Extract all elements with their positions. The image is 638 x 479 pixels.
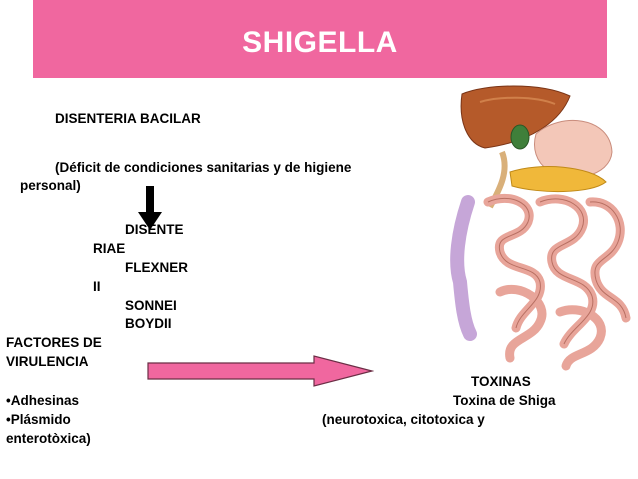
toxins-line-2: (neurotoxica, citotoxica y [322, 412, 485, 427]
virulence-heading-line-1: FACTORES DE [6, 335, 102, 350]
species-sonnei: SONNEI [125, 298, 177, 313]
page-title: SHIGELLA [242, 26, 398, 59]
right-arrow-icon [147, 355, 374, 387]
virulence-item: •Adhesinas [6, 393, 79, 408]
subtitle: DISENTERIA BACILAR [55, 111, 201, 126]
toxins-line-1: Toxina de Shiga [453, 393, 556, 408]
virulence-heading-line-2: VIRULENCIA [6, 354, 89, 369]
species-boydii: BOYDII [125, 316, 172, 331]
virulence-item: enterotòxica) [6, 431, 91, 446]
virulence-item: •Plásmido [6, 412, 71, 427]
species-flexneri-part2: II [93, 279, 101, 294]
title-banner: SHIGELLA [33, 0, 607, 78]
species-flexneri-part1: FLEXNER [125, 260, 189, 275]
digestive-system-illustration [450, 85, 631, 371]
down-arrow-icon [138, 186, 162, 230]
toxins-heading: TOXINAS [471, 374, 531, 389]
species-dysenteriae-part2: RIAE [93, 241, 126, 256]
note-line-1: (Déficit de condiciones sanitarias y de … [55, 160, 352, 175]
note-line-2: personal) [20, 178, 81, 193]
species-dysenteriae-part1: DISENTE [125, 222, 184, 237]
